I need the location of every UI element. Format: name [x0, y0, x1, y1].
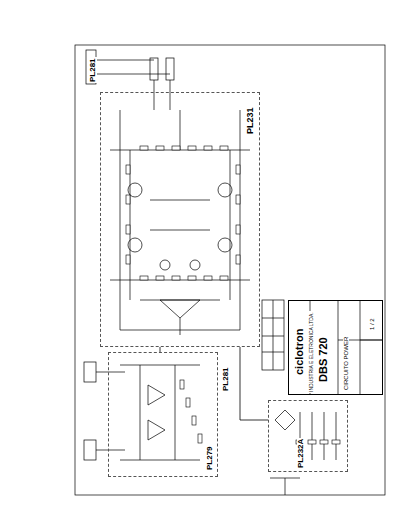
- resistor-symbol: [332, 440, 340, 444]
- transistor-symbol: [128, 238, 142, 252]
- board-name: PL232A: [297, 438, 305, 469]
- transistor-symbol: [218, 183, 232, 197]
- bridge-rectifier: [275, 410, 295, 430]
- connector-name: PL281: [89, 57, 97, 83]
- output-connector: [166, 58, 174, 80]
- resistor-symbol: [126, 165, 130, 174]
- resistor-symbol: [236, 225, 240, 234]
- title-text: 1 / 2: [369, 317, 375, 331]
- mains-wire: [270, 478, 300, 495]
- resistor-symbol: [188, 146, 196, 150]
- title-text: DBS 720: [318, 336, 329, 383]
- transistor-symbol: [190, 260, 200, 270]
- wire-connector: [240, 347, 268, 420]
- resistor-symbol: [204, 146, 212, 150]
- resistor-symbol: [220, 146, 228, 150]
- resistor-symbol: [126, 255, 130, 264]
- resistor-symbol: [140, 276, 148, 280]
- title-block-grid: [310, 300, 383, 395]
- opamp-symbol: [148, 385, 165, 440]
- connector-symbol: [86, 50, 96, 84]
- resistor-symbol: [220, 276, 228, 280]
- title-block: ciclotron INDUSTRIA E ELETRONICA LTDA. DBS…: [288, 300, 383, 395]
- resistor-symbol: [180, 380, 184, 389]
- sheet-border: [75, 45, 385, 495]
- resistor-symbol: [126, 195, 130, 204]
- resistor-symbol: [308, 440, 316, 444]
- resistor-symbol: [156, 146, 164, 150]
- resistor-symbol: [236, 195, 240, 204]
- resistor-symbol: [188, 276, 196, 280]
- transistor-symbol: [218, 238, 232, 252]
- resistor-symbol: [172, 276, 180, 280]
- resistor-symbol: [236, 165, 240, 174]
- table-grid: [262, 300, 284, 370]
- wire: [130, 150, 230, 300]
- resistor-symbol: [204, 276, 212, 280]
- title-text: CIRCUITO POWER: [343, 336, 349, 391]
- company-logo: ciclotron: [294, 328, 305, 376]
- wire: [300, 412, 336, 460]
- circuit-board: PL232A: [268, 400, 348, 472]
- title-text: INDUSTRIA E ELETRONICA LTDA.: [309, 311, 314, 393]
- board-name: PL279: [206, 445, 214, 471]
- wire: [96, 372, 125, 450]
- circuit-board: PL231: [100, 92, 260, 347]
- board-name: PL231: [246, 106, 255, 135]
- resistor-symbol: [236, 255, 240, 264]
- resistor-symbol: [172, 146, 180, 150]
- resistor-symbol: [186, 398, 190, 407]
- resistor-symbol: [192, 416, 196, 425]
- output-connector: [150, 58, 158, 80]
- resistor-symbol: [126, 225, 130, 234]
- circuit-board: PL279: [108, 352, 218, 477]
- opamp-symbol: [160, 300, 200, 318]
- resistor-symbol: [320, 440, 328, 444]
- notes-table: [262, 300, 284, 370]
- wire: [110, 110, 250, 330]
- input-jack: [84, 362, 96, 382]
- connector-name: PL281: [222, 366, 230, 392]
- input-jack: [84, 440, 96, 460]
- transistor-symbol: [160, 260, 170, 270]
- wire: [96, 60, 170, 110]
- wire: [120, 318, 240, 335]
- resistor-symbol: [140, 146, 148, 150]
- wire: [120, 365, 200, 460]
- resistor-symbol: [198, 434, 202, 443]
- resistor-symbol: [156, 276, 164, 280]
